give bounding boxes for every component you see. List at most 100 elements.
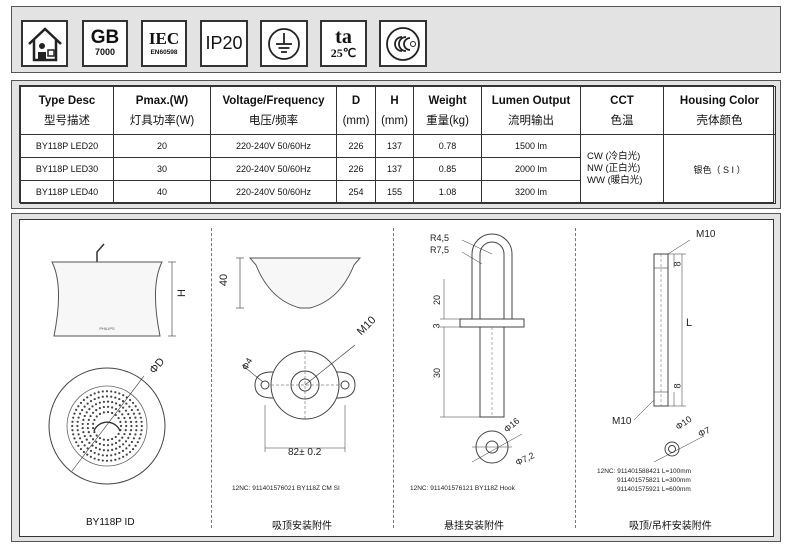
perforation-dot (123, 416, 126, 420)
perforation-dot (118, 445, 121, 448)
perforation-dot (91, 438, 95, 441)
perforation-dot (106, 444, 110, 447)
header-pmax: Pmax.(W)灯具功率(W) (113, 86, 211, 135)
perforation-dot (76, 429, 79, 432)
perforation-dot (118, 439, 121, 442)
cell-h: 155 (375, 180, 414, 204)
perforation-dot (102, 443, 105, 447)
perforation-dot (87, 418, 90, 421)
perforation-dot (98, 407, 101, 410)
perforation-dot (134, 433, 137, 436)
hook-drawing (440, 233, 525, 464)
dim-r-inner-label: R7,5 (430, 245, 450, 255)
perforation-dot (128, 433, 132, 436)
perforation-dot (115, 402, 118, 405)
perforation-dot (78, 412, 82, 415)
perforation-dot (128, 398, 132, 402)
perforation-dot (125, 453, 128, 456)
perforation-dot (110, 459, 113, 462)
perforation-dot (97, 453, 100, 456)
perforation-dot (89, 449, 93, 452)
perforation-dot (102, 400, 105, 403)
perforation-dot (114, 435, 117, 439)
perforation-dot (140, 429, 143, 432)
drawings-panel: PHILIPS H ΦD BY118P ID (11, 213, 781, 542)
perforation-dot (121, 413, 124, 416)
perforation-dot (105, 390, 109, 393)
perforation-dot (101, 454, 104, 457)
rod-drawing (633, 239, 705, 463)
cell-cct: CW (冷白光) NW (正白光) WW (暖白光) (580, 134, 664, 204)
perforation-dot (93, 418, 96, 422)
certification-badge-strip: GB 7000 IEC EN60598 IP20 ta 25℃ (11, 6, 781, 73)
perforation-dot (114, 396, 117, 399)
perforation-dot (95, 434, 98, 437)
cell-h: 137 (375, 157, 414, 181)
perforation-dot (131, 447, 135, 451)
luminaire-drawing: PHILIPS (48, 243, 176, 485)
perforation-dot (95, 415, 98, 418)
figure-caption: BY118P ID (86, 517, 135, 528)
perforation-dot (98, 412, 102, 415)
ta-temperature: 25℃ (330, 45, 357, 60)
ccc-certification-icon (379, 20, 427, 67)
perforation-dot (81, 408, 84, 412)
cell-weight: 0.78 (413, 134, 482, 158)
cell-weight: 1.08 (413, 180, 482, 204)
perforation-dot (85, 438, 88, 441)
perforation-dot (111, 437, 114, 441)
cell-voltage: 220-240V 50/60Hz (210, 180, 337, 204)
perforation-dot (130, 408, 133, 412)
cell-type: BY118P LED30 (20, 157, 114, 181)
perforation-dot (128, 444, 131, 447)
perforation-dot (127, 436, 130, 439)
part-number: 911401575921 L=600mm (617, 486, 691, 493)
ceiling-bracket-drawing (236, 257, 362, 452)
cell-lumen: 3200 lm (481, 180, 581, 204)
perforation-dot (97, 396, 100, 399)
perforation-dot (132, 437, 136, 440)
perforation-dot (87, 431, 90, 434)
perforation-dot (124, 440, 128, 443)
perforation-dot (81, 426, 84, 430)
perforation-dot (121, 400, 125, 403)
dim-30-label: 30 (432, 367, 443, 379)
perforation-dot (121, 449, 125, 452)
perforation-dot (140, 420, 143, 423)
cct-warm-white: WW (暖白光) (587, 175, 643, 186)
perforation-dot (94, 403, 98, 406)
perforation-dot (124, 420, 127, 423)
perforation-dot (130, 440, 133, 444)
cell-h: 137 (375, 134, 414, 158)
dim-l-label: L (686, 317, 693, 329)
perforation-dot (118, 397, 121, 401)
perforation-dot (77, 416, 80, 419)
perforation-dot (91, 411, 95, 414)
perforation-dot (82, 450, 86, 454)
dim-m10-bottom-label: M10 (612, 416, 632, 427)
cell-lumen: 1500 lm (481, 134, 581, 158)
perforation-dot (131, 401, 135, 405)
cct-cool-white: CW (冷白光) (587, 151, 641, 162)
perforation-dot (82, 418, 85, 421)
perforation-dot (134, 416, 137, 419)
figure-caption: 吸顶/吊杆安装附件 (629, 521, 712, 532)
perforation-dot (89, 415, 92, 418)
cell-housing-color: 银色（ S I ） (663, 134, 776, 204)
ta-label: ta (335, 25, 352, 48)
figure-caption: 悬挂安装附件 (444, 521, 504, 532)
perforation-dot (130, 424, 133, 428)
iec-label: IEC (148, 28, 180, 48)
perforation-dot (94, 446, 98, 449)
perforation-dot (114, 453, 117, 456)
drawings-frame: PHILIPS H ΦD BY118P ID (19, 219, 774, 537)
earth-ground-icon (260, 20, 308, 67)
perforation-dot (134, 405, 137, 408)
perforation-dot (114, 441, 118, 445)
perforation-dot (122, 406, 125, 409)
perforation-dot (135, 420, 138, 423)
perforation-dot (81, 422, 84, 426)
perforation-dot (125, 447, 128, 450)
perforation-dot (98, 442, 101, 445)
